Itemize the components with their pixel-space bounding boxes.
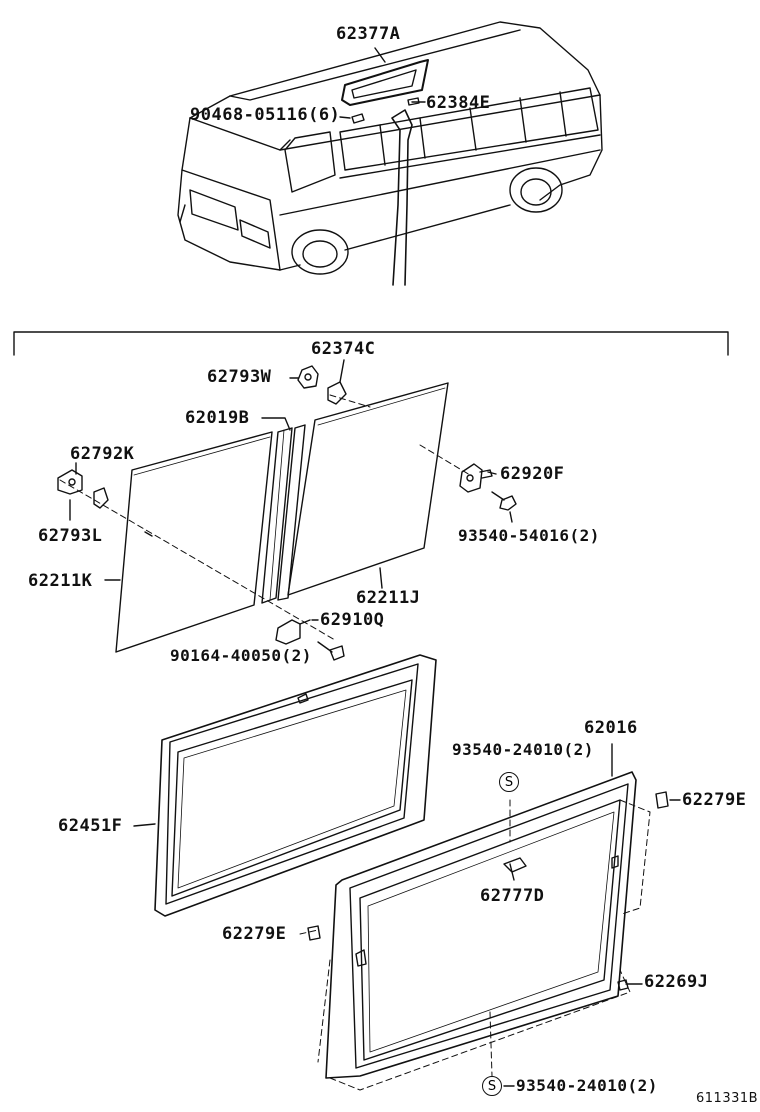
part-label-62793L: 62793L bbox=[38, 526, 103, 546]
part-label-62211K: 62211K bbox=[28, 571, 93, 591]
part-label-90468-05116: 90468-05116(6) bbox=[190, 105, 341, 125]
part-label-62920F: 62920F bbox=[500, 464, 565, 484]
part-label-62279E-left: 62279E bbox=[222, 924, 287, 944]
part-label-62792K: 62792K bbox=[70, 444, 135, 464]
frame-62451F bbox=[133, 654, 437, 917]
part-label-93540-24010-bottom: 93540-24010(2) bbox=[516, 1076, 658, 1095]
part-label-62279E-right: 62279E bbox=[682, 790, 747, 810]
part-label-62777D: 62777D bbox=[480, 886, 545, 906]
part-label-62793W: 62793W bbox=[207, 367, 272, 387]
part-label-62211J: 62211J bbox=[356, 588, 421, 608]
part-label-62269J: 62269J bbox=[644, 972, 709, 992]
figure-id: 611331B bbox=[696, 1091, 759, 1106]
part-label-62016: 62016 bbox=[584, 718, 638, 738]
part-label-62451F: 62451F bbox=[58, 816, 123, 836]
part-label-62910Q: 62910Q bbox=[320, 610, 385, 630]
part-label-62377A: 62377A bbox=[336, 24, 401, 44]
group-bracket bbox=[13, 331, 729, 356]
part-label-62384E: 62384E bbox=[426, 93, 491, 113]
upper-assembly bbox=[57, 359, 517, 661]
part-label-93540-24010-top: 93540-24010(2) bbox=[452, 740, 594, 759]
part-label-90164-40050: 90164-40050(2) bbox=[170, 646, 312, 665]
part-label-93540-54016: 93540-54016(2) bbox=[458, 526, 600, 545]
part-label-62019B: 62019B bbox=[185, 408, 250, 428]
van-illustration bbox=[177, 21, 603, 286]
frame-62016 bbox=[299, 743, 681, 1091]
screw-symbol-top: S bbox=[499, 772, 519, 792]
part-label-62374C: 62374C bbox=[311, 339, 376, 359]
screw-symbol-bottom: S bbox=[482, 1076, 502, 1096]
